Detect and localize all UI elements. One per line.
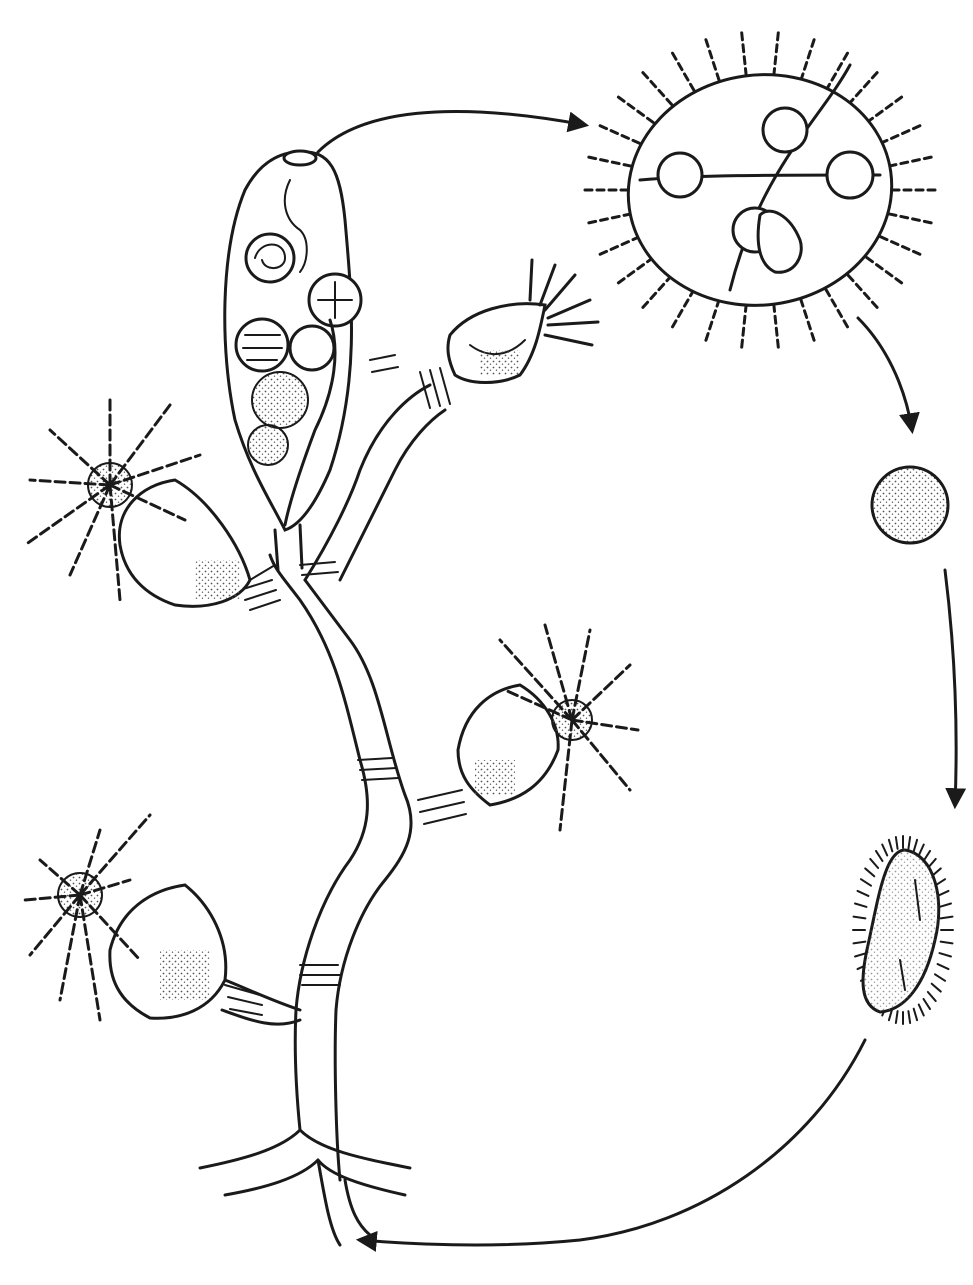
planula-cilium — [941, 942, 953, 944]
planula-icon — [853, 836, 953, 1024]
planula-cilium — [935, 974, 945, 980]
medusa-tentacle — [848, 71, 878, 104]
medusa-tentacle — [867, 258, 903, 284]
medusa-tentacle — [889, 157, 933, 166]
arrow-planula-to-colony — [360, 1040, 865, 1245]
medusa-tentacle — [642, 275, 672, 308]
medusa-tentacle — [672, 290, 695, 329]
hydroid-colony — [25, 151, 638, 1245]
cycle-arrows — [318, 111, 956, 1244]
hydranth-top-icon — [448, 260, 598, 383]
medusa-tentacle — [848, 275, 878, 308]
medusa-tentacle — [705, 299, 719, 342]
medusa-tentacle — [741, 31, 746, 76]
medusa-tentacle — [826, 290, 849, 329]
planula-cilium — [919, 844, 924, 855]
medusa-tentacle — [774, 31, 779, 76]
stolon-icon — [200, 1010, 410, 1245]
arrow-medusa-to-zygote — [858, 318, 912, 430]
medusa-tentacle — [672, 51, 695, 90]
arrow-gonangium-to-medusa — [318, 111, 585, 152]
planula-cilium — [938, 964, 949, 969]
planula-cilium — [889, 840, 892, 852]
planula-cilium — [858, 891, 869, 896]
medusa-icon — [583, 31, 937, 349]
medusa-tentacle — [867, 96, 903, 122]
medusa-tentacle — [889, 214, 933, 223]
medusa-tentacle — [801, 299, 815, 342]
medusa-tentacle — [881, 237, 922, 255]
medusa-tentacle — [801, 38, 815, 81]
planula-cilium — [928, 992, 936, 1001]
planula-cilium — [854, 942, 866, 944]
medusa-tentacle — [617, 96, 653, 122]
medusa-tentacle — [774, 304, 779, 349]
planula-cilium — [870, 859, 878, 868]
planula-cilium — [914, 840, 917, 852]
medusa-tentacle — [705, 38, 719, 81]
planula-cilium — [882, 844, 887, 855]
planula-cilium — [939, 953, 951, 956]
planula-cilium — [855, 904, 867, 907]
planula-cilium — [896, 1011, 898, 1023]
medusa-tentacle — [642, 71, 672, 104]
planula-cilium — [932, 984, 941, 992]
medusa-tentacle — [741, 304, 746, 349]
medusa-tentacle — [587, 214, 631, 223]
hydranth-lower-icon — [25, 815, 300, 1024]
planula-cilium — [914, 1009, 917, 1021]
medusa-tentacle — [617, 258, 653, 284]
planula-cilium — [865, 868, 874, 876]
planula-cilium — [861, 879, 871, 885]
hydranth-middle-icon — [418, 625, 638, 830]
planula-cilium — [939, 904, 951, 907]
zygote-icon — [872, 467, 948, 543]
planula-cilium — [941, 917, 953, 919]
medusa-bud-icon — [246, 234, 294, 282]
arrow-zygote-to-planula — [945, 570, 956, 805]
planula-cilium — [876, 851, 882, 861]
medusa-tentacle — [598, 237, 639, 255]
planula-cilium — [919, 1005, 924, 1016]
medusa-tentacle — [587, 157, 631, 166]
planula-cilium — [854, 917, 866, 919]
planula-cilium — [924, 999, 930, 1009]
medusa-tentacle — [881, 125, 922, 143]
planula-cilium — [908, 837, 910, 849]
planula-cilium — [896, 837, 898, 849]
medusa-tentacle — [598, 125, 639, 143]
gonangium-icon — [225, 151, 361, 570]
planula-cilium — [908, 1011, 910, 1023]
main-stem-icon — [240, 555, 411, 1010]
